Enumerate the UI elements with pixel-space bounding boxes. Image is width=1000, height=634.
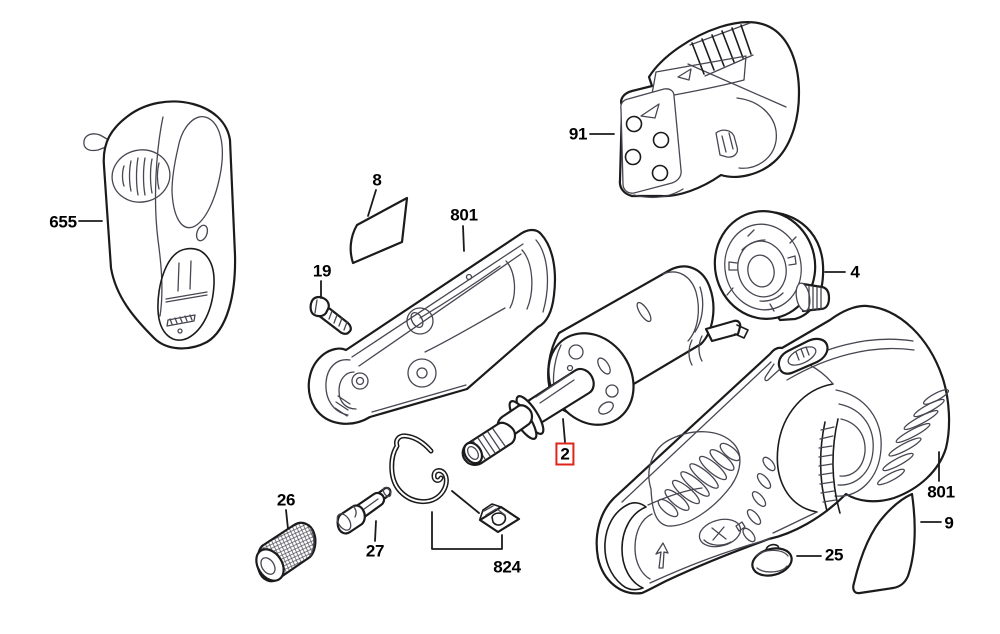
- part-callout-19[interactable]: 19: [312, 261, 332, 281]
- nose-cap-drawing: [713, 210, 831, 322]
- leader-lines: [78, 133, 942, 557]
- button-drawing: [751, 543, 793, 577]
- part-callout-8[interactable]: 8: [372, 170, 382, 190]
- part-callout-824[interactable]: 824: [493, 557, 521, 577]
- part-callout-4[interactable]: 4: [850, 262, 860, 282]
- collet-drawing: [336, 486, 392, 535]
- part-callout-91[interactable]: 91: [568, 124, 588, 144]
- part-callout-9[interactable]: 9: [944, 513, 954, 533]
- retaining-ring-drawing: [389, 433, 449, 504]
- part-callout-2-selected[interactable]: 2: [555, 442, 575, 466]
- part-callout-655[interactable]: 655: [49, 212, 77, 232]
- battery-pack-drawing: [618, 21, 801, 199]
- part-callout-801-right[interactable]: 801: [927, 482, 955, 502]
- part-callout-26[interactable]: 26: [276, 490, 296, 510]
- housing-main-right-drawing: [595, 304, 951, 595]
- brush-clip-drawing: [478, 503, 521, 534]
- part-callout-25[interactable]: 25: [824, 545, 844, 565]
- part-callout-27[interactable]: 27: [365, 541, 385, 561]
- housing-half-left-drawing: [307, 228, 557, 425]
- battery-charger-drawing: [83, 100, 237, 350]
- motor-assembly-drawing: [461, 265, 749, 466]
- screw-drawing: [309, 295, 352, 335]
- housing-cap-drawing: [255, 521, 317, 583]
- part-callout-801-left[interactable]: 801: [450, 205, 478, 225]
- sticker-9-drawing: [852, 492, 916, 595]
- sticker-8-drawing: [349, 196, 409, 265]
